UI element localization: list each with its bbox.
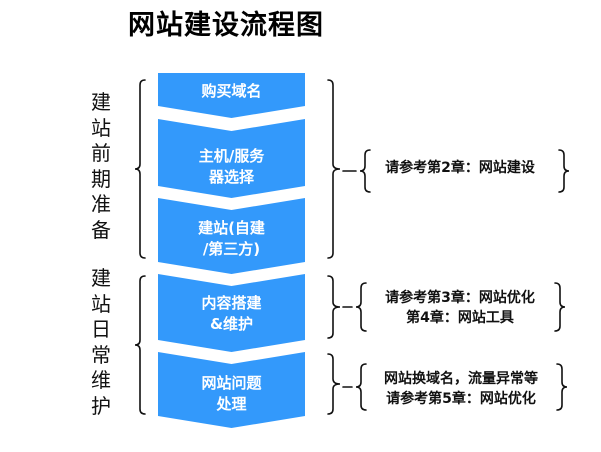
chevron-build-site — [158, 198, 305, 274]
step-text: /第三方) — [202, 240, 261, 258]
step-buy-domain: 购买域名 — [158, 81, 305, 102]
phase-label-maintenance: 建 站 日 常 维 护 — [88, 266, 114, 419]
note-chapter-2: 请参考第2章：网站建设 — [370, 158, 550, 178]
step-text: 购买域名 — [201, 82, 262, 100]
step-host-server-selection: 主机/服务 器选择 — [158, 146, 305, 188]
note-text: 第4章：网站工具 — [406, 310, 514, 326]
phase-char: 备 — [91, 217, 111, 242]
note-brace-open-1 — [359, 149, 371, 193]
note-chapter-5: 网站换域名，流量异常等 请参考第5章：网站优化 — [366, 369, 556, 409]
note-brace-close-1 — [558, 149, 570, 193]
note-chapter-3-4: 请参考第3章：网站优化 第4章：网站工具 — [366, 288, 554, 328]
brace-left-preparation — [134, 79, 146, 259]
phase-char: 常 — [91, 342, 111, 367]
chevron-host-server — [158, 119, 305, 198]
note-text: 网站换域名，流量异常等 — [384, 371, 538, 387]
step-text: 主机/服务 — [198, 147, 265, 165]
chevron-content — [158, 274, 305, 352]
brace-right-issues — [327, 353, 341, 415]
brace-left-maintenance — [134, 275, 146, 415]
note-brace-close-2 — [554, 282, 566, 332]
step-text: 器选择 — [208, 168, 254, 186]
step-text: 内容搭建 — [201, 294, 262, 312]
phase-char: 站 — [91, 115, 111, 140]
note-brace-open-3 — [355, 363, 367, 411]
phase-char: 维 — [91, 368, 111, 392]
step-content-maintenance: 内容搭建 &维护 — [158, 293, 305, 335]
note-text: 请参考第5章：网站优化 — [386, 391, 536, 407]
note-text: 请参考第2章：网站建设 — [385, 160, 535, 176]
phase-char: 准 — [91, 192, 111, 216]
phase-char: 前 — [91, 141, 111, 165]
phase-char: 建 — [91, 90, 111, 114]
step-issue-handling: 网站问题 处理 — [158, 373, 305, 415]
step-text: 建站(自建 — [198, 219, 265, 237]
phase-char: 建 — [91, 266, 111, 290]
step-build-site: 建站(自建 /第三方) — [158, 218, 305, 260]
step-text: &维护 — [209, 315, 254, 333]
phase-char: 站 — [91, 291, 111, 316]
chevron-buy-domain — [158, 73, 305, 118]
phase-char: 期 — [91, 166, 111, 191]
brace-right-content — [327, 275, 341, 339]
phase-char: 护 — [91, 393, 111, 418]
chevron-issues — [158, 352, 305, 428]
phase-char: 日 — [91, 317, 111, 341]
note-text: 请参考第3章：网站优化 — [385, 290, 535, 306]
phase-label-preparation: 建 站 前 期 准 备 — [88, 90, 114, 243]
note-brace-close-3 — [556, 363, 568, 411]
note-brace-open-2 — [355, 282, 367, 332]
step-text: 网站问题 — [201, 374, 262, 392]
brace-right-preparation — [327, 79, 341, 259]
step-text: 处理 — [216, 395, 247, 413]
diagram-title: 网站建设流程图 — [128, 10, 324, 41]
